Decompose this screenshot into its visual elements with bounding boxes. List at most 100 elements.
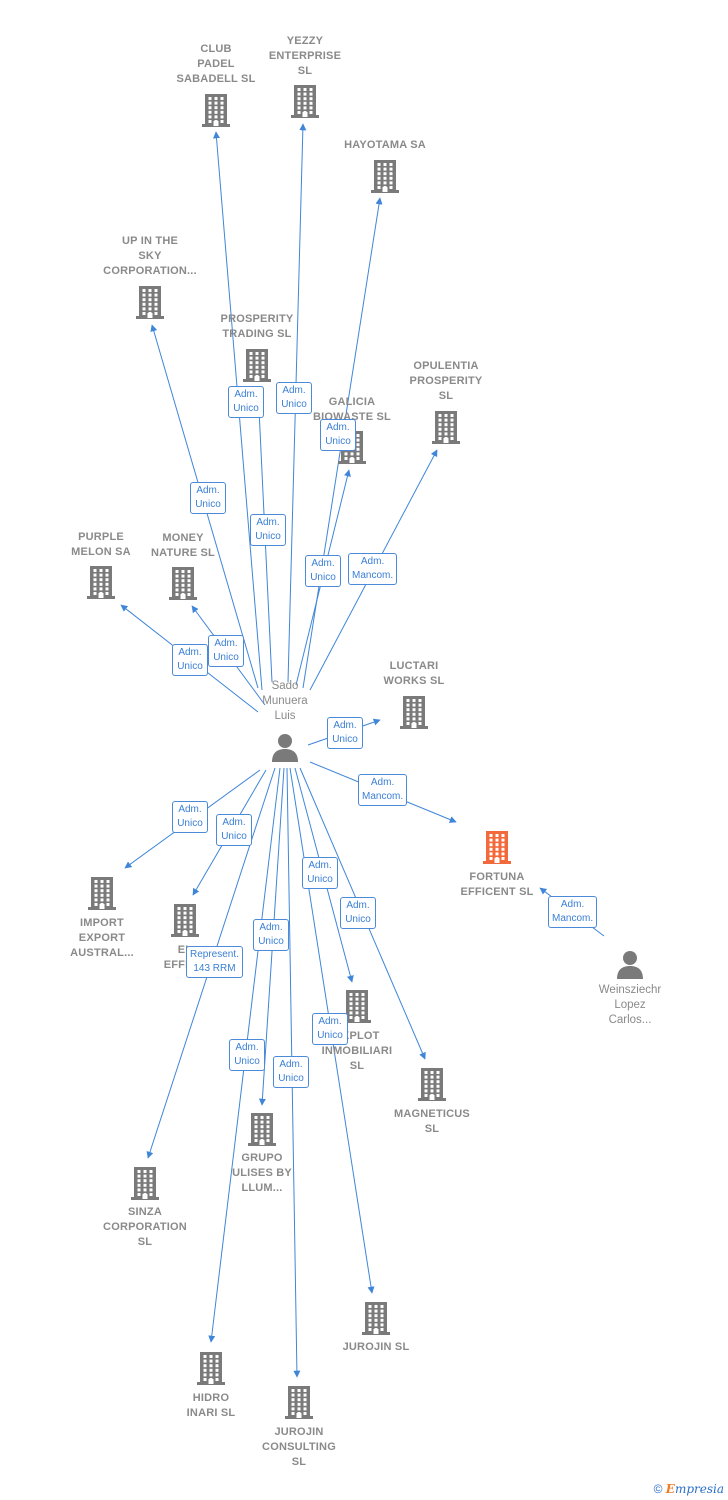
node-label: OPULENTIA PROSPERITY SL <box>409 360 483 402</box>
building-icon <box>432 411 460 444</box>
node-yezzy[interactable]: YEZZY ENTERPRISE SL <box>250 34 360 118</box>
edge-label-up_sky[interactable]: Adm. Unico <box>190 482 226 514</box>
node-label: SINZA CORPORATION SL <box>103 1206 187 1248</box>
person-icon <box>617 951 643 979</box>
node-luctari[interactable]: LUCTARI WORKS SL <box>359 659 469 729</box>
node-prosperity[interactable]: PROSPERITY TRADING SL <box>202 312 312 382</box>
building-icon <box>47 876 157 910</box>
node-jurojin_c[interactable]: JUROJIN CONSULTING SL <box>244 1385 354 1470</box>
edge-label-weins[interactable]: Adm. Mancom. <box>548 896 598 928</box>
node-label: PROSPERITY TRADING SL <box>220 313 294 340</box>
building-icon <box>371 160 399 193</box>
node-sado[interactable]: Sado Munuera Luis <box>230 679 340 762</box>
edge-label-grupo[interactable]: Adm. Unico <box>253 919 289 951</box>
edge-label-hidro[interactable]: Adm. Unico <box>229 1039 265 1071</box>
building-icon <box>130 903 240 937</box>
node-magneticus[interactable]: MAGNETICUS SL <box>377 1067 487 1137</box>
node-grupo[interactable]: GRUPO ULISES BY LLUM... <box>207 1112 317 1196</box>
edge-label-sinza[interactable]: Represent. 143 RRM <box>186 946 243 978</box>
node-hayotama[interactable]: HAYOTAMA SA <box>330 138 440 193</box>
edge-label-jurojin[interactable]: Adm. Unico <box>312 1013 348 1045</box>
building-icon <box>243 349 271 382</box>
building-icon <box>250 84 360 118</box>
node-label: FORTUNA EFFICENT SL <box>460 871 534 898</box>
edge-label-money[interactable]: Adm. Unico <box>208 635 244 667</box>
edge-label-purple[interactable]: Adm. Unico <box>172 644 208 676</box>
building-icon <box>88 877 116 910</box>
building-icon <box>391 410 501 444</box>
node-label: JUROJIN CONSULTING SL <box>262 1426 336 1468</box>
person-icon <box>272 734 298 762</box>
node-hidro[interactable]: HIDRO INARI SL <box>156 1351 266 1421</box>
node-up_sky[interactable]: UP IN THE SKY CORPORATION... <box>95 234 205 319</box>
node-import[interactable]: IMPORT EXPORT AUSTRAL... <box>47 876 157 961</box>
building-icon <box>442 830 552 864</box>
building-icon <box>330 159 440 193</box>
node-label: IMPORT EXPORT AUSTRAL... <box>70 917 134 959</box>
edge-label-galicia[interactable]: Adm. Unico <box>320 419 356 451</box>
node-club_padel[interactable]: CLUB PADEL SABADELL SL <box>161 42 271 127</box>
footer-brand: © Empresia <box>654 1482 724 1496</box>
building-icon <box>136 286 164 319</box>
edge-label-magneticus[interactable]: Adm. Unico <box>340 897 376 929</box>
building-icon <box>285 1386 313 1419</box>
node-label: GRUPO ULISES BY LLUM... <box>232 1152 292 1194</box>
building-icon <box>46 565 156 599</box>
node-purple[interactable]: PURPLE MELON SA <box>46 530 156 599</box>
edge-label-yezzy[interactable]: Adm. Unico <box>276 382 312 414</box>
building-icon <box>161 93 271 127</box>
node-label: CLUB PADEL SABADELL SL <box>176 43 256 85</box>
edge-label-luctari[interactable]: Adm. Unico <box>327 717 363 749</box>
node-money[interactable]: MONEY NATURE SL <box>128 531 238 600</box>
node-label: HIDRO INARI SL <box>186 1392 236 1419</box>
building-icon <box>377 1067 487 1101</box>
building-icon <box>131 1167 159 1200</box>
node-explot[interactable]: EXPLOT INMOBILIARI SL <box>302 989 412 1074</box>
building-icon <box>202 94 230 127</box>
brand-logo[interactable]: Empresia <box>665 1482 724 1496</box>
person-icon <box>575 949 685 979</box>
building-icon <box>248 1113 276 1146</box>
building-icon <box>483 831 511 864</box>
node-label: PURPLE MELON SA <box>71 531 131 558</box>
building-icon <box>95 285 205 319</box>
node-label: MONEY NATURE SL <box>151 532 215 559</box>
edge-label-club_padel[interactable]: Adm. Unico <box>228 386 264 418</box>
person-icon <box>230 732 340 762</box>
node-label: Weinsziechr Lopez Carlos... <box>598 984 662 1026</box>
building-icon <box>156 1351 266 1385</box>
edge-label-el_effic[interactable]: Adm. Unico <box>216 814 252 846</box>
edge-label-import[interactable]: Adm. Unico <box>172 801 208 833</box>
node-jurojin[interactable]: JUROJIN SL <box>321 1301 431 1355</box>
edge-label-explot[interactable]: Adm. Unico <box>302 857 338 889</box>
copyright-symbol: © <box>653 1482 663 1496</box>
node-label: MAGNETICUS SL <box>394 1108 470 1135</box>
building-icon <box>302 989 412 1023</box>
building-icon <box>207 1112 317 1146</box>
building-icon <box>321 1301 431 1335</box>
node-label: UP IN THE SKY CORPORATION... <box>103 235 197 277</box>
node-weins[interactable]: Weinsziechr Lopez Carlos... <box>575 949 685 1028</box>
node-fortuna[interactable]: FORTUNA EFFICENT SL <box>442 830 552 900</box>
building-icon <box>128 566 238 600</box>
building-icon <box>362 1302 390 1335</box>
edge-label-hayotama[interactable]: Adm. Mancom. <box>348 553 398 585</box>
edge-label-opulentia[interactable]: Adm. Unico <box>305 555 341 587</box>
building-icon <box>400 696 428 729</box>
node-label: Sado Munuera Luis <box>262 680 308 722</box>
edge-label-jurojin_c[interactable]: Adm. Unico <box>273 1056 309 1088</box>
edge-label-prosperity[interactable]: Adm. Unico <box>250 514 286 546</box>
node-sinza[interactable]: SINZA CORPORATION SL <box>90 1166 200 1250</box>
building-icon <box>169 567 197 600</box>
building-icon <box>90 1166 200 1200</box>
edge-label-fortuna[interactable]: Adm. Mancom. <box>358 774 408 806</box>
node-opulentia[interactable]: OPULENTIA PROSPERITY SL <box>391 359 501 444</box>
node-label: HAYOTAMA SA <box>344 139 426 151</box>
building-icon <box>244 1385 354 1419</box>
node-label: YEZZY ENTERPRISE SL <box>268 35 342 77</box>
building-icon <box>418 1068 446 1101</box>
building-icon <box>343 990 371 1023</box>
node-label: LUCTARI WORKS SL <box>383 660 445 687</box>
